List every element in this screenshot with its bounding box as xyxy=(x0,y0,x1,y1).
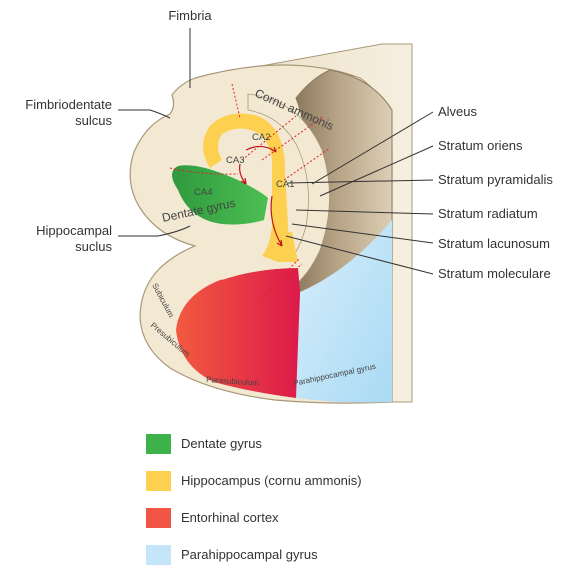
stratum-radiatum-label: Stratum radiatum xyxy=(438,206,538,221)
legend-label-hippocampus: Hippocampus (cornu ammonis) xyxy=(181,473,362,488)
fimbria-label: Fimbria xyxy=(168,8,212,23)
hippocampal-label-line1: Hippocampal xyxy=(36,223,112,238)
legend-swatch-hippocampus xyxy=(146,471,171,491)
ca3-label: CA3 xyxy=(226,155,244,166)
fimbriodentate-label-line2: sulcus xyxy=(75,113,112,128)
fimbriodentate-label-line1: Fimbriodentate xyxy=(25,97,112,112)
legend-item-hippocampus: Hippocampus (cornu ammonis) xyxy=(146,462,362,499)
legend-item-dentate-gyrus: Dentate gyrus xyxy=(146,425,362,462)
stratum-pyramidalis-label: Stratum pyramidalis xyxy=(438,172,553,187)
legend-swatch-parahippocampal-gyrus xyxy=(146,545,171,565)
legend-swatch-entorhinal-cortex xyxy=(146,508,171,528)
ca4-label: CA4 xyxy=(194,187,212,198)
legend: Dentate gyrus Hippocampus (cornu ammonis… xyxy=(146,425,362,573)
legend-item-parahippocampal-gyrus: Parahippocampal gyrus xyxy=(146,536,362,573)
legend-swatch-dentate-gyrus xyxy=(146,434,171,454)
stratum-moleculare-label: Stratum moleculare xyxy=(438,266,551,281)
ca2-label: CA2 xyxy=(252,132,270,143)
stratum-oriens-label: Stratum oriens xyxy=(438,138,523,153)
hippocampal-label-line2: suclus xyxy=(75,239,112,254)
legend-item-entorhinal-cortex: Entorhinal cortex xyxy=(146,499,362,536)
alveus-label: Alveus xyxy=(438,104,478,119)
ca1-label: CA1 xyxy=(276,179,294,190)
stratum-lacunosum-label: Stratum lacunosum xyxy=(438,236,550,251)
legend-label-entorhinal-cortex: Entorhinal cortex xyxy=(181,510,279,525)
legend-label-dentate-gyrus: Dentate gyrus xyxy=(181,436,262,451)
legend-label-parahippocampal-gyrus: Parahippocampal gyrus xyxy=(181,547,318,562)
